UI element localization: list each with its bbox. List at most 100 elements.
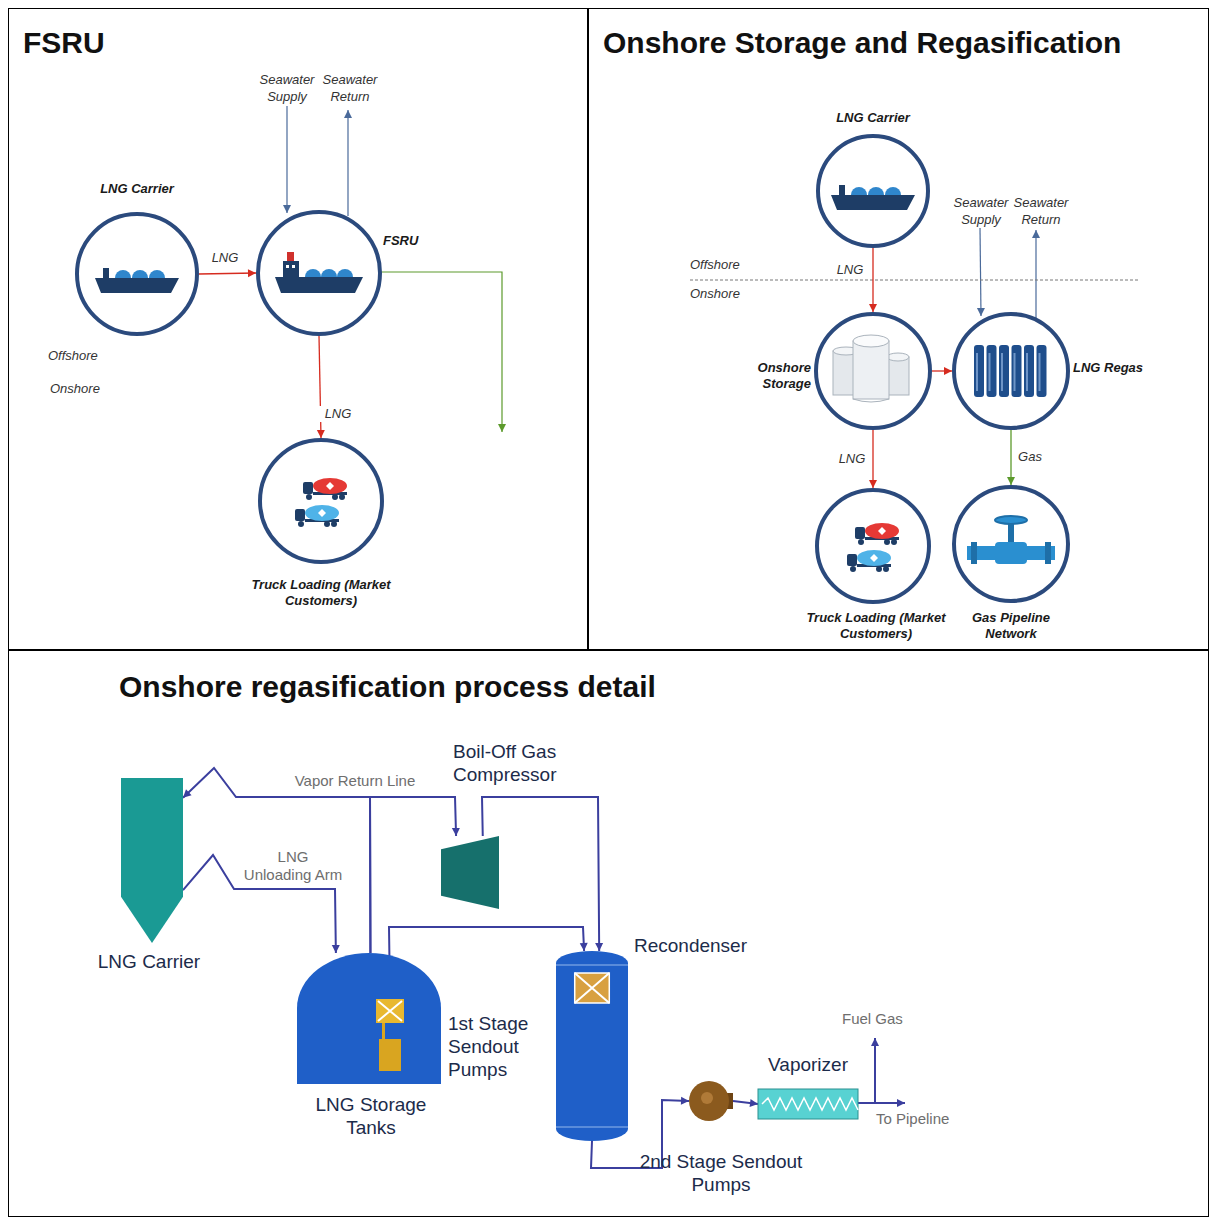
drawing-rect — [995, 542, 1027, 564]
panel-heading: Onshore regasification process detail — [119, 669, 919, 705]
drawing-circle — [876, 566, 882, 572]
process-equipment: 1st Stage Sendout Pumps — [376, 999, 404, 1071]
flow-connector — [1010, 430, 1011, 485]
shore-line — [690, 280, 1140, 281]
drawing-circle — [954, 487, 1068, 601]
annotation-label: Onshore — [50, 381, 120, 398]
drawing-circle — [816, 314, 930, 428]
node-label: Boil-Off Gas Compressor — [453, 741, 593, 787]
node-label: 1st Stage Sendout Pumps — [448, 1013, 552, 1081]
process-equipment: Recondenser — [556, 951, 628, 1141]
edge-label: LNG — [835, 451, 869, 467]
drawing-path — [878, 527, 886, 535]
flow-connector — [872, 248, 873, 312]
drawing-ellipse — [853, 335, 889, 347]
node-outline — [75, 212, 199, 336]
drawing-rect — [382, 1023, 385, 1039]
icon-circle: Truck Loading (Market Customers) — [815, 488, 931, 604]
icon-circle: Onshore Storage — [814, 312, 932, 430]
drawing-circle — [817, 490, 929, 602]
drawing-rect — [295, 509, 305, 521]
annotation-label: Seawater Return — [1009, 195, 1073, 229]
panel-box: Onshore regasification process detailLNG… — [8, 650, 1209, 1217]
node-label: Onshore Storage — [741, 360, 811, 393]
node-label: LNG Carrier — [77, 181, 197, 197]
drawing-ellipse — [887, 353, 909, 361]
drawing-ellipse — [305, 505, 339, 521]
drawing-rect — [303, 482, 313, 494]
icon-circle: Gas Pipeline Network — [952, 485, 1070, 603]
process-equipment: LNG Carrier — [121, 778, 183, 943]
drawing-g — [967, 516, 1055, 564]
drawing-path — [275, 277, 363, 293]
drawing-path — [441, 836, 499, 909]
annotation-label: Seawater Supply — [949, 195, 1013, 229]
drawing-rect — [376, 999, 404, 1023]
drawing-rect — [1045, 542, 1051, 564]
drawing-path — [378, 1001, 402, 1021]
drawing-rect — [1001, 353, 1003, 391]
node-label: Truck Loading (Market Customers) — [791, 610, 961, 643]
node-outline — [258, 438, 384, 564]
node-label: LNG Carrier — [89, 951, 209, 974]
flow-connector — [733, 1101, 758, 1104]
node-outline — [952, 485, 1070, 603]
drawing-circle — [324, 521, 330, 527]
drawing-circle — [77, 214, 197, 334]
node-outline — [758, 1089, 858, 1119]
node-outline — [121, 778, 183, 943]
node-outline — [952, 312, 1070, 430]
drawing-rect — [853, 341, 889, 399]
drawing-path — [556, 965, 628, 1127]
drawing-rect — [103, 268, 109, 278]
drawing-rect — [283, 261, 299, 277]
node-label: Truck Loading (Market Customers) — [226, 577, 416, 610]
drawing-g — [831, 185, 915, 210]
drawing-rect — [999, 345, 1009, 397]
drawing-circle — [884, 539, 890, 545]
gas-output-line — [381, 272, 502, 432]
drawing-path — [318, 509, 326, 517]
flow-connector — [932, 370, 952, 371]
drawing-rect — [286, 265, 289, 268]
drawing-circle — [818, 136, 928, 246]
drawing-rect — [758, 1089, 858, 1119]
node-label: Recondenser — [634, 935, 774, 958]
drawing-circle — [858, 539, 864, 545]
drawing-path — [121, 778, 183, 943]
icon-circle: LNG Carrier — [75, 212, 199, 336]
annotation-label: Offshore — [48, 348, 118, 365]
edge-label: Gas — [1013, 449, 1047, 465]
drawing-circle — [883, 566, 889, 572]
annotation-label: Offshore — [690, 257, 760, 274]
drawing-ellipse — [857, 550, 891, 566]
drawing-rect — [1039, 353, 1041, 391]
annotation-label: Onshore — [690, 286, 760, 303]
drawing-g — [295, 478, 347, 527]
drawing-circle — [701, 1092, 713, 1104]
drawing-circle — [339, 494, 345, 500]
node-outline — [815, 488, 931, 604]
panel-heading: Onshore Storage and Regasification — [603, 25, 1203, 61]
drawing-rect — [575, 973, 610, 1003]
drawing-rect — [971, 542, 977, 564]
flow-connector — [199, 273, 256, 274]
drawing-g — [95, 268, 179, 293]
node-label: LNG Storage Tanks — [291, 1094, 451, 1140]
flow-connector — [319, 336, 321, 438]
node-label: LNG Regas — [1073, 360, 1153, 376]
drawing-rect — [1026, 353, 1028, 391]
drawing-path — [297, 953, 441, 1084]
node-label: LNG Carrier — [813, 110, 933, 126]
icon-circle: LNG Carrier — [816, 134, 930, 248]
drawing-path — [762, 1098, 858, 1110]
drawing-circle — [850, 566, 856, 572]
node-outline — [441, 836, 499, 909]
drawing-ellipse — [313, 478, 347, 494]
node-outline — [297, 953, 441, 1084]
drawing-rect — [292, 265, 295, 268]
edge-label: LNG — [318, 406, 358, 422]
annotation-label: Fuel Gas — [842, 1010, 912, 1027]
node-outline — [556, 951, 628, 1141]
process-equipment: 2nd Stage Sendout Pumps — [689, 1079, 733, 1123]
